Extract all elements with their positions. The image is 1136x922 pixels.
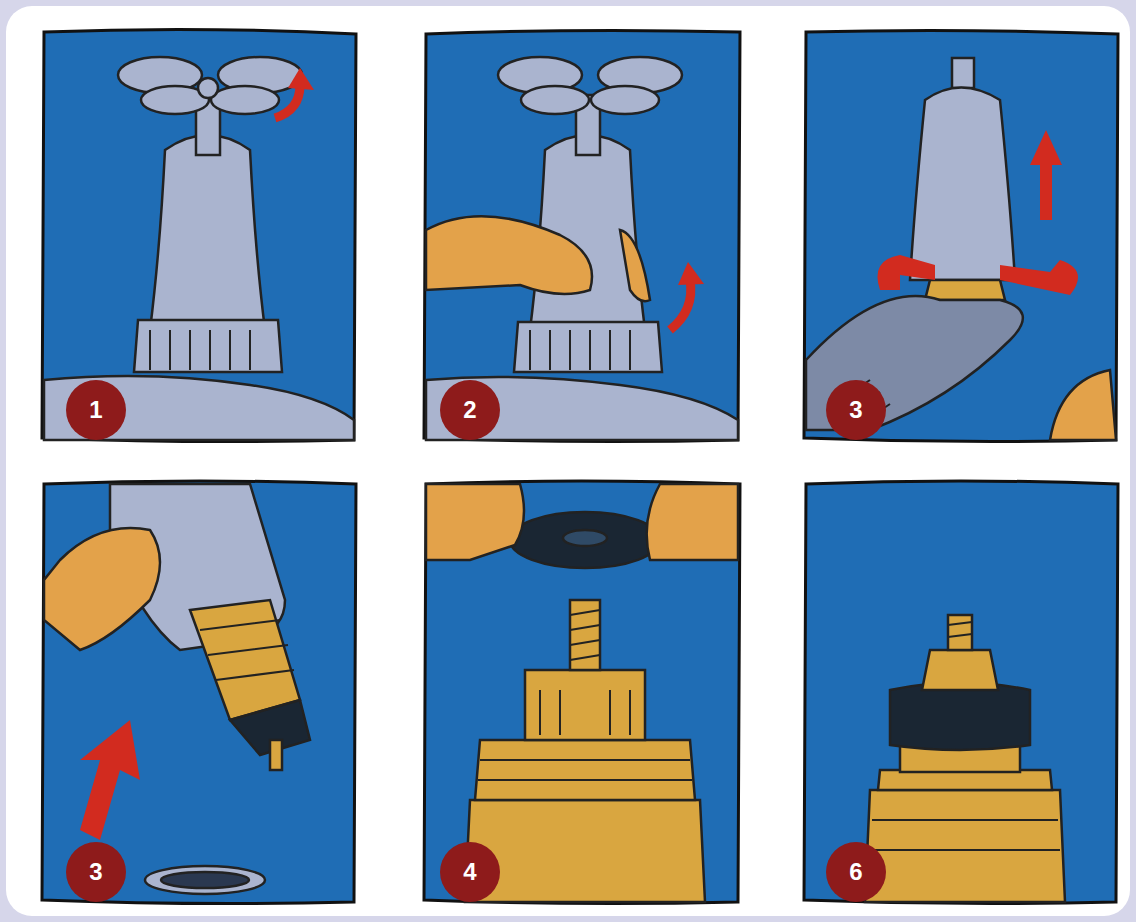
callout-number: 3 [826,380,886,440]
turn-arrow-head [678,262,704,285]
step-number: 3 [849,396,862,424]
step-number: 1 [89,396,102,424]
turn-arrow [275,85,300,118]
callout-number: 4 [440,842,500,902]
white-panel [6,6,1130,916]
turn-arrow-head [288,68,314,90]
callout-number: 6 [826,842,886,902]
spanner-on-nut [806,58,1116,440]
callout-number: 1 [66,380,126,440]
step-number: 2 [463,396,476,424]
new-washer-fitted [865,615,1065,902]
callout-number: 3 [66,842,126,902]
loosen-arrows [878,130,1079,295]
headgear-lift [44,484,310,894]
turn-arrow [670,280,691,330]
step-number: 4 [463,858,476,886]
step-number: 6 [849,858,862,886]
step-number: 3 [89,858,102,886]
tap-hand [426,57,738,440]
step-frames [42,29,1118,903]
lift-arrow [80,720,140,840]
callout-number: 2 [440,380,500,440]
old-washer [426,484,738,902]
tap-closed [44,57,354,440]
